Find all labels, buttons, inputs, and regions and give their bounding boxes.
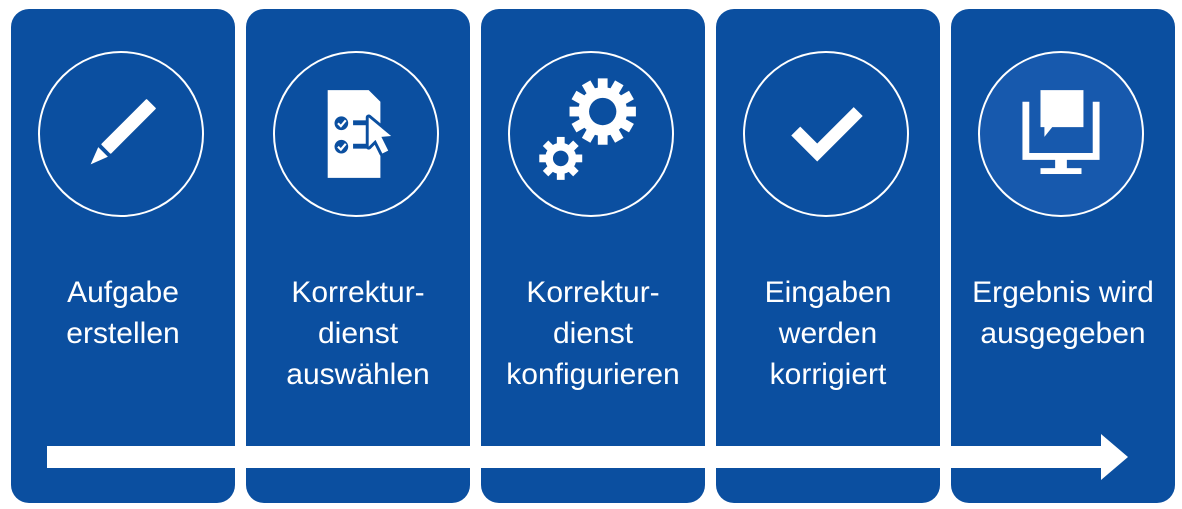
step-label: Aufgabe erstellen — [11, 272, 235, 354]
checklist-cursor-icon — [327, 90, 395, 178]
step-label: Korrektur- dienst konfigurieren — [481, 272, 705, 395]
step-card-2: Korrektur- dienst auswählen — [246, 9, 470, 503]
gears-icon — [539, 78, 636, 180]
step-label-line: Aufgabe — [67, 276, 179, 309]
pencil-icon — [90, 99, 156, 165]
step-label-line: Ergebnis wird — [972, 276, 1154, 309]
step-label-line: dienst — [317, 317, 399, 350]
icon-circle — [273, 51, 439, 217]
step-label-line: Korrektur- — [526, 276, 660, 309]
checkmark-icon — [791, 107, 863, 162]
step-label-line: korrigiert — [769, 358, 887, 391]
icon-circle — [38, 51, 204, 217]
monitor-chat-icon — [1022, 90, 1100, 175]
step-label: Eingaben werden korrigiert — [716, 272, 940, 395]
step-label-line: werden — [778, 317, 878, 350]
step-label-line: dienst — [552, 317, 634, 350]
step-label-line: erstellen — [66, 317, 180, 350]
icon-circle — [508, 51, 674, 217]
step-label: Ergebnis wird ausgegeben — [951, 272, 1175, 354]
step-label-line: ausgegeben — [980, 317, 1146, 350]
step-card-1: Aufgabe erstellen — [11, 9, 235, 503]
step-card-3: Korrektur- dienst konfigurieren — [481, 9, 705, 503]
step-card-4: Eingaben werden korrigiert — [716, 9, 940, 503]
step-card-5: Ergebnis wird ausgegeben — [951, 9, 1175, 503]
icon-circle — [743, 51, 909, 217]
step-label: Korrektur- dienst auswählen — [246, 272, 470, 395]
step-label-line: auswählen — [286, 358, 430, 391]
step-label-line: Eingaben — [764, 276, 892, 309]
step-label-line: konfigurieren — [506, 358, 680, 391]
step-label-line: Korrektur- — [291, 276, 425, 309]
icon-circle — [978, 51, 1144, 217]
